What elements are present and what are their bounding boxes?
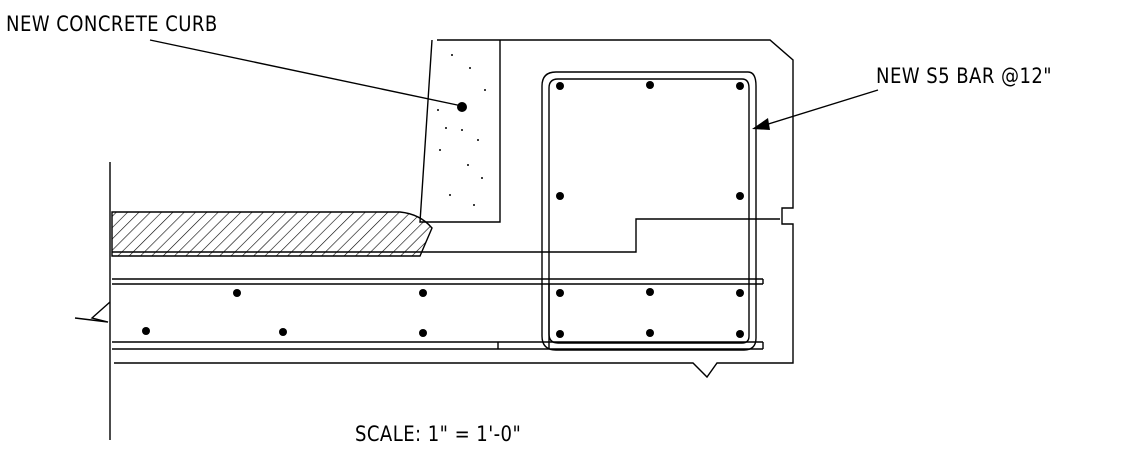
curb-leader-line	[149, 39, 463, 107]
break-symbol	[74, 301, 111, 323]
scale-note: SCALE: 1" = 1'-0"	[355, 422, 522, 446]
hatched-pavement	[111, 211, 433, 257]
bar-callout-label: NEW S5 BAR @12"	[876, 64, 1053, 88]
bar-leader-line	[761, 89, 879, 127]
curb-outline	[114, 39, 794, 379]
s5-stirrup-outer	[541, 71, 757, 351]
curb-inner-face	[419, 39, 501, 223]
rebar-dots	[142, 81, 744, 338]
s5-stirrup-inner	[548, 78, 750, 344]
step-line	[112, 218, 780, 253]
curb-leader-dot	[457, 102, 467, 112]
curb-callout-label: NEW CONCRETE CURB	[6, 12, 218, 36]
concrete-texture	[437, 54, 486, 206]
bar-leader-arrowhead	[752, 118, 770, 130]
